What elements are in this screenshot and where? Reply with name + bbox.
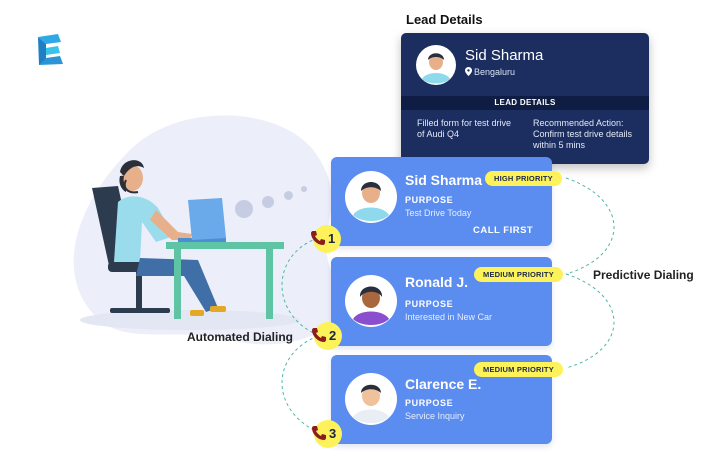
contact-avatar bbox=[345, 275, 397, 327]
call-card[interactable]: Clarence E. PURPOSE Service Inquiry bbox=[331, 355, 552, 444]
lead-details-card: Sid Sharma Bengaluru LEAD DETAILS Filled… bbox=[401, 33, 649, 164]
contact-avatar bbox=[345, 373, 397, 425]
step-number: 1 bbox=[328, 231, 336, 246]
purpose-label: PURPOSE bbox=[405, 398, 454, 408]
purpose-text: Service Inquiry bbox=[405, 411, 465, 421]
contact-name: Ronald J. bbox=[405, 274, 469, 290]
lead-location: Bengaluru bbox=[465, 67, 515, 77]
priority-badge: HIGH PRIORITY bbox=[485, 171, 562, 186]
contact-name: Sid Sharma bbox=[405, 172, 483, 188]
logo-icon bbox=[38, 34, 63, 65]
phone-icon bbox=[311, 231, 325, 245]
call-step-marker: 2 bbox=[312, 322, 342, 350]
lead-recommended-action: Recommended Action: Confirm test drive d… bbox=[533, 118, 647, 151]
step-number: 2 bbox=[329, 328, 337, 343]
call-step-marker: 3 bbox=[312, 420, 342, 448]
contact-name: Clarence E. bbox=[405, 376, 482, 392]
contact-avatar bbox=[345, 171, 397, 223]
lead-avatar bbox=[416, 45, 456, 85]
call-first-label[interactable]: CALL FIRST bbox=[473, 225, 534, 236]
priority-badge: MEDIUM PRIORITY bbox=[474, 267, 563, 282]
predictive-dialing-label: Predictive Dialing bbox=[593, 268, 694, 282]
lead-name: Sid Sharma bbox=[465, 47, 544, 64]
thought-dots bbox=[232, 180, 312, 218]
recommended-action-line: within 5 mins bbox=[533, 140, 586, 150]
call-step-marker: 1 bbox=[311, 225, 341, 253]
recommended-action-line: Recommended Action: bbox=[533, 118, 624, 128]
lead-location-text: Bengaluru bbox=[474, 67, 516, 77]
step-number: 3 bbox=[329, 426, 337, 441]
lead-note: Filled form for test drive of Audi Q4 bbox=[417, 118, 525, 140]
purpose-text: Test Drive Today bbox=[405, 208, 472, 218]
phone-icon bbox=[312, 426, 326, 440]
agent-illustration bbox=[80, 160, 300, 330]
recommended-action-line: Confirm test drive details bbox=[533, 129, 633, 139]
lead-note-line: Filled form for test drive bbox=[417, 118, 512, 128]
purpose-label: PURPOSE bbox=[405, 195, 454, 205]
phone-icon bbox=[312, 328, 326, 342]
purpose-label: PURPOSE bbox=[405, 299, 454, 309]
lead-details-title: Lead Details bbox=[406, 12, 483, 27]
purpose-text: Interested in New Car bbox=[405, 312, 493, 322]
priority-badge: MEDIUM PRIORITY bbox=[474, 362, 563, 377]
lead-details-header: LEAD DETAILS bbox=[401, 96, 649, 110]
location-pin-icon bbox=[465, 67, 472, 76]
lead-note-line: of Audi Q4 bbox=[417, 129, 460, 139]
automated-dialing-label: Automated Dialing bbox=[187, 330, 294, 344]
